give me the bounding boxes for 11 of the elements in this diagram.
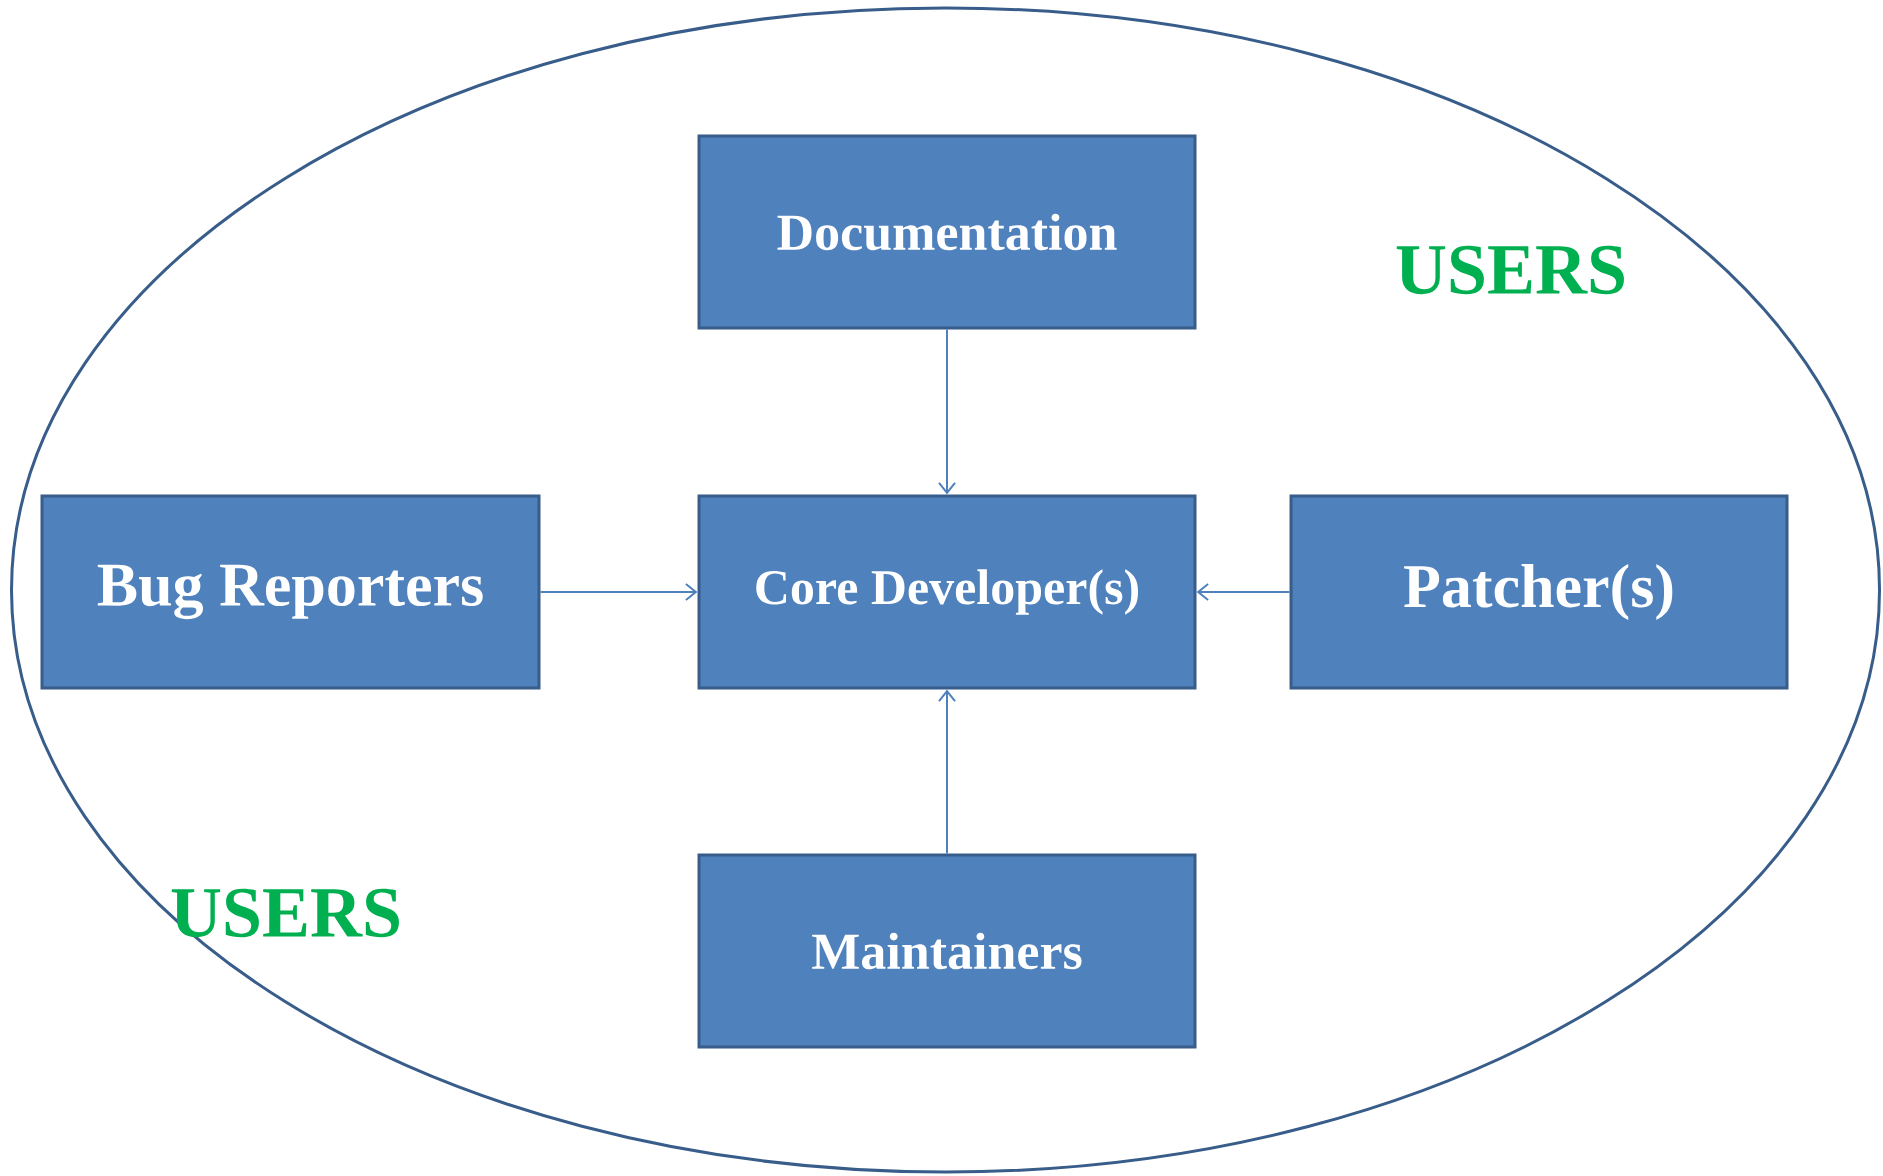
process-box: Bug Reporters bbox=[40, 494, 541, 690]
group-label: USERS bbox=[1396, 245, 1624, 295]
process-box: Patcher(s) bbox=[1289, 494, 1789, 690]
group-label: USERS bbox=[171, 888, 399, 938]
process-box: Maintainers bbox=[697, 853, 1197, 1049]
arrow bbox=[539, 583, 698, 601]
arrow bbox=[938, 689, 956, 855]
arrow bbox=[1196, 583, 1291, 601]
process-box: Documentation bbox=[697, 134, 1197, 330]
arrow bbox=[938, 328, 956, 495]
process-box: Core Developer(s) bbox=[697, 494, 1197, 690]
